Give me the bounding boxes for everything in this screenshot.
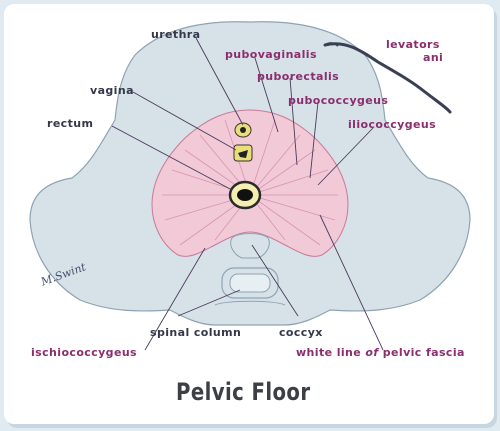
white-line-of: of [365, 346, 379, 359]
leader-lines [111, 37, 384, 351]
label-vagina: vagina [90, 84, 134, 97]
label-levators-ani-2: ani [423, 51, 444, 64]
label-coccyx: coccyx [279, 326, 323, 339]
levators-ani-probe [323, 42, 452, 114]
label-ischiococcygeus: ischiococcygeus [31, 346, 137, 359]
white-line-pre: white line [296, 346, 366, 359]
label-spinal-column: spinal column [150, 326, 242, 339]
label-white-line-of-pelvic-fascia: white line of pelvic fascia [296, 346, 465, 359]
label-rectum: rectum [47, 117, 94, 130]
white-line-post: pelvic fascia [378, 346, 465, 359]
label-pubococcygeus: pubococcygeus [288, 94, 389, 107]
coccyx-shape [230, 233, 270, 259]
label-iliococcygeus: iliococcygeus [348, 118, 437, 131]
label-puborectalis: puborectalis [257, 70, 340, 83]
diagram-title: Pelvic Floor [176, 378, 311, 406]
label-urethra: urethra [151, 28, 201, 41]
label-pubovaginalis: pubovaginalis [225, 48, 317, 61]
label-levators-ani-1: levators [386, 38, 440, 51]
